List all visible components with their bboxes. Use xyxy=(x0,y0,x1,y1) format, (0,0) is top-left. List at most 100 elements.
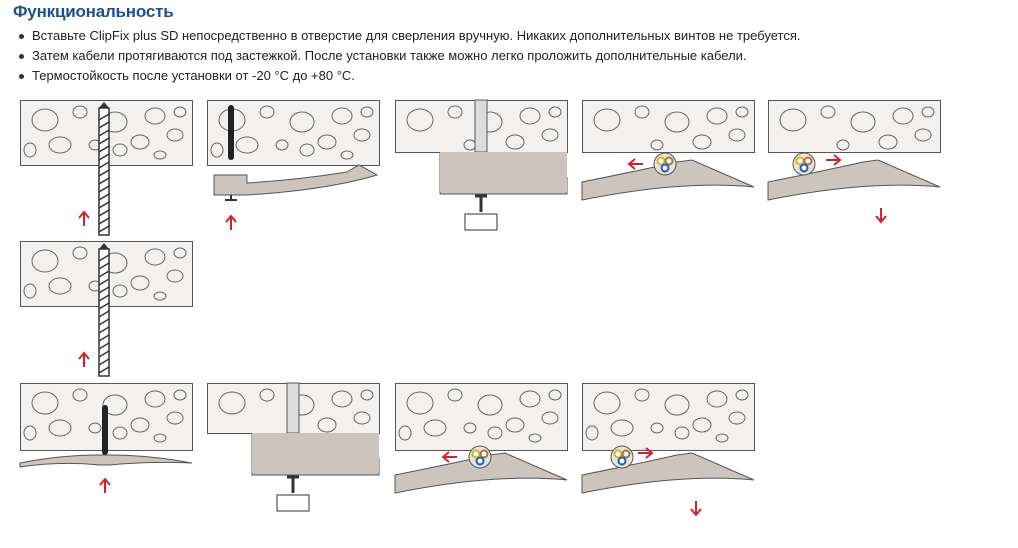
aggregate-stone xyxy=(585,425,599,441)
aggregate-stone xyxy=(650,422,664,434)
arrow-up-icon xyxy=(78,351,90,367)
screwdriver-icon xyxy=(464,213,498,231)
aggregate-stone xyxy=(353,411,371,425)
illustration-detail xyxy=(439,99,568,231)
aggregate-stone xyxy=(779,108,807,132)
aggregate-stone xyxy=(48,419,72,437)
aggregate-stone xyxy=(112,143,128,157)
aggregate-stone xyxy=(728,128,746,142)
aggregate-stone xyxy=(72,246,88,260)
aggregate-stone xyxy=(340,150,354,160)
cable-icon xyxy=(799,163,809,173)
illustration-detail xyxy=(251,382,380,512)
aggregate-stone xyxy=(31,391,59,415)
aggregate-stone xyxy=(505,417,525,433)
aggregate-stone xyxy=(299,143,315,157)
aggregate-stone xyxy=(892,107,914,125)
aggregate-stone xyxy=(153,150,167,160)
aggregate-stone xyxy=(166,128,184,142)
aggregate-stone xyxy=(820,105,836,119)
aggregate-stone xyxy=(692,417,712,433)
arrow-left-icon xyxy=(627,158,643,170)
aggregate-stone xyxy=(528,433,542,443)
aggregate-stone xyxy=(593,391,621,415)
aggregate-stone xyxy=(173,389,187,401)
aggregate-stone xyxy=(735,106,749,118)
aggregate-stone xyxy=(593,108,621,132)
clip-body xyxy=(440,152,567,192)
feature-item: Термостойкость после установки от -20 °C… xyxy=(16,66,801,86)
arrow-up-icon xyxy=(99,477,111,493)
anchor-icon xyxy=(102,405,108,455)
arrow-right-icon xyxy=(826,154,842,166)
step-press-clip xyxy=(395,99,568,231)
aggregate-stone xyxy=(130,417,150,433)
aggregate-stone xyxy=(610,419,634,437)
aggregate-stone xyxy=(166,269,184,283)
aggregate-stone xyxy=(331,390,353,408)
screwdriver-icon xyxy=(276,494,310,512)
aggregate-stone xyxy=(317,417,337,433)
cable-icon xyxy=(471,449,481,459)
step-insert-double-clip xyxy=(19,383,193,493)
illustration-detail xyxy=(767,152,941,224)
aggregate-stone xyxy=(153,433,167,443)
aggregate-stone xyxy=(23,425,37,441)
cable-icon xyxy=(795,156,805,166)
aggregate-stone xyxy=(23,283,37,299)
arrow-down-icon xyxy=(875,208,887,224)
aggregate-stone xyxy=(31,249,59,273)
aggregate-stone xyxy=(541,411,559,425)
aggregate-stone xyxy=(23,142,37,158)
aggregate-stone xyxy=(487,426,503,440)
illustration-detail xyxy=(19,405,193,493)
cable-clip-arm xyxy=(767,159,941,201)
aggregate-stone xyxy=(144,107,166,125)
cable-icon xyxy=(621,449,631,459)
aggregate-stone xyxy=(72,105,88,119)
cable-icon xyxy=(664,156,674,166)
cable-icon xyxy=(803,156,813,166)
aggregate-stone xyxy=(398,425,412,441)
cable-clip-arm xyxy=(581,452,755,494)
aggregate-stone xyxy=(447,388,463,402)
aggregate-stone xyxy=(289,111,315,133)
illustration-detail xyxy=(78,102,110,236)
aggregate-stone xyxy=(48,136,72,154)
feature-list: Вставьте ClipFix plus SD непосредственно… xyxy=(16,26,801,86)
aggregate-stone xyxy=(153,291,167,301)
aggregate-stone xyxy=(674,426,690,440)
aggregate-stone xyxy=(210,142,224,158)
anchor-icon xyxy=(228,105,234,160)
aggregate-stone xyxy=(634,388,650,402)
aggregate-stone xyxy=(259,105,275,119)
aggregate-stone xyxy=(728,411,746,425)
cable-icon xyxy=(660,163,670,173)
arrow-up-icon xyxy=(78,210,90,226)
aggregate-stone xyxy=(505,134,525,150)
aggregate-stone xyxy=(519,107,541,125)
aggregate-stone xyxy=(850,111,876,133)
concrete-block xyxy=(207,100,380,166)
aggregate-stone xyxy=(878,134,898,150)
arrow-right-icon xyxy=(638,447,654,459)
illustration-detail xyxy=(394,445,568,494)
aggregate-stone xyxy=(921,106,935,118)
aggregate-stone xyxy=(102,394,128,416)
aggregate-stone xyxy=(634,105,650,119)
aggregate-stone xyxy=(447,105,463,119)
aggregate-stone xyxy=(275,139,289,151)
aggregate-stone xyxy=(692,134,712,150)
concrete-block xyxy=(582,383,755,451)
aggregate-stone xyxy=(914,128,932,142)
aggregate-stone xyxy=(541,128,559,142)
screw-icon xyxy=(287,475,299,493)
step-drill-hole-2 xyxy=(20,241,193,377)
cable-icon xyxy=(479,449,489,459)
aggregate-stone xyxy=(112,284,128,298)
aggregate-stone xyxy=(664,111,690,133)
aggregate-stone xyxy=(317,134,337,150)
clip-body xyxy=(252,433,379,473)
arrow-up-icon xyxy=(225,214,237,230)
aggregate-stone xyxy=(548,106,562,118)
